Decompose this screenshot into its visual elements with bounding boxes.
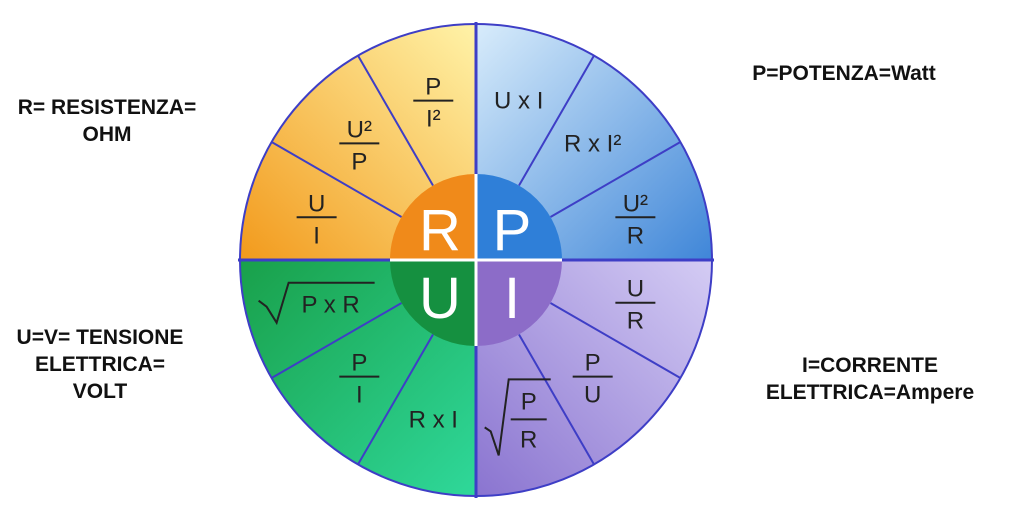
formula-denominator: I²: [426, 106, 441, 133]
formula-text: R x I: [409, 406, 458, 433]
segment-divider: [355, 333, 434, 469]
current-label-line-2: ELETTRICA=Ampere: [765, 381, 975, 404]
formula-radicand: P x R: [301, 292, 359, 319]
center-p-quadrant: [476, 174, 562, 260]
center-letter-u: U: [419, 266, 461, 331]
voltage-label: U=V= TENSIONE ELETTRICA= VOLT: [0, 324, 200, 405]
power-label-line-1: P=POTENZA=Watt: [752, 62, 936, 85]
formula-u-3: R x I: [409, 406, 458, 433]
center-letter-r: R: [419, 198, 461, 263]
formula-denominator: P: [351, 148, 367, 175]
formula-i-2: PU: [572, 350, 613, 409]
formula-p-3: U² R: [615, 190, 656, 249]
resistance-label-line-2: OHM: [82, 123, 132, 146]
formula-numerator: P: [425, 74, 441, 101]
formula-numerator: P: [351, 350, 367, 377]
center-u-quadrant: [390, 260, 476, 346]
segment-divider: [549, 302, 685, 381]
current-label-line-1: I=CORRENTE: [802, 354, 938, 377]
formula-numerator: U: [308, 190, 325, 217]
formula-i-3: PR: [484, 378, 551, 456]
formula-r-2: U² P: [339, 116, 380, 175]
formula-denominator: I: [356, 382, 363, 409]
center-letter-i: I: [504, 266, 520, 331]
formula-denominator: I: [313, 222, 320, 249]
formula-numerator: P: [585, 350, 601, 377]
formula-r-3: UI: [296, 190, 337, 249]
formula-denominator: R: [627, 308, 644, 335]
formula-u-2: PI: [339, 350, 380, 409]
voltage-label-line-1: U=V= TENSIONE: [16, 326, 184, 349]
formula-denominator: R: [627, 222, 644, 249]
formula-p-2: R x I²: [564, 130, 621, 157]
formula-text: U x I: [494, 88, 543, 115]
resistance-label-line-1: R= RESISTENZA=: [17, 96, 197, 119]
formula-numerator: U²: [623, 190, 648, 217]
current-label: I=CORRENTE ELETTRICA=Ampere: [734, 352, 1006, 406]
formula-u-1: P x R: [258, 281, 375, 326]
voltage-label-line-2: ELETTRICA=: [34, 353, 166, 376]
formula-text: R x I²: [564, 130, 621, 157]
formula-numerator: P: [521, 388, 537, 415]
resistance-label: R= RESISTENZA= OHM: [2, 94, 212, 148]
center-r-quadrant: [390, 174, 476, 260]
segment-divider: [518, 333, 597, 469]
power-label: P=POTENZA=Watt: [724, 60, 964, 87]
voltage-label-line-3: VOLT: [72, 380, 128, 403]
segment-divider: [518, 51, 597, 187]
wheel-rim: [239, 23, 713, 497]
formula-numerator: U: [627, 276, 644, 303]
formula-i-1: UR: [615, 276, 656, 335]
sqrt-sign: [484, 378, 551, 456]
formula-numerator: U²: [347, 116, 372, 143]
segment-divider: [267, 302, 403, 381]
formula-p-1: U x I: [494, 88, 543, 115]
formula-r-1: P I²: [413, 74, 454, 133]
segment-divider: [549, 139, 685, 218]
sqrt-sign: [258, 281, 375, 326]
center-i-quadrant: [476, 260, 562, 346]
segment-divider: [355, 51, 434, 187]
formula-denominator: R: [520, 426, 537, 453]
center-letter-p: P: [493, 198, 532, 263]
segment-divider: [267, 139, 403, 218]
formula-denominator: U: [584, 382, 601, 409]
